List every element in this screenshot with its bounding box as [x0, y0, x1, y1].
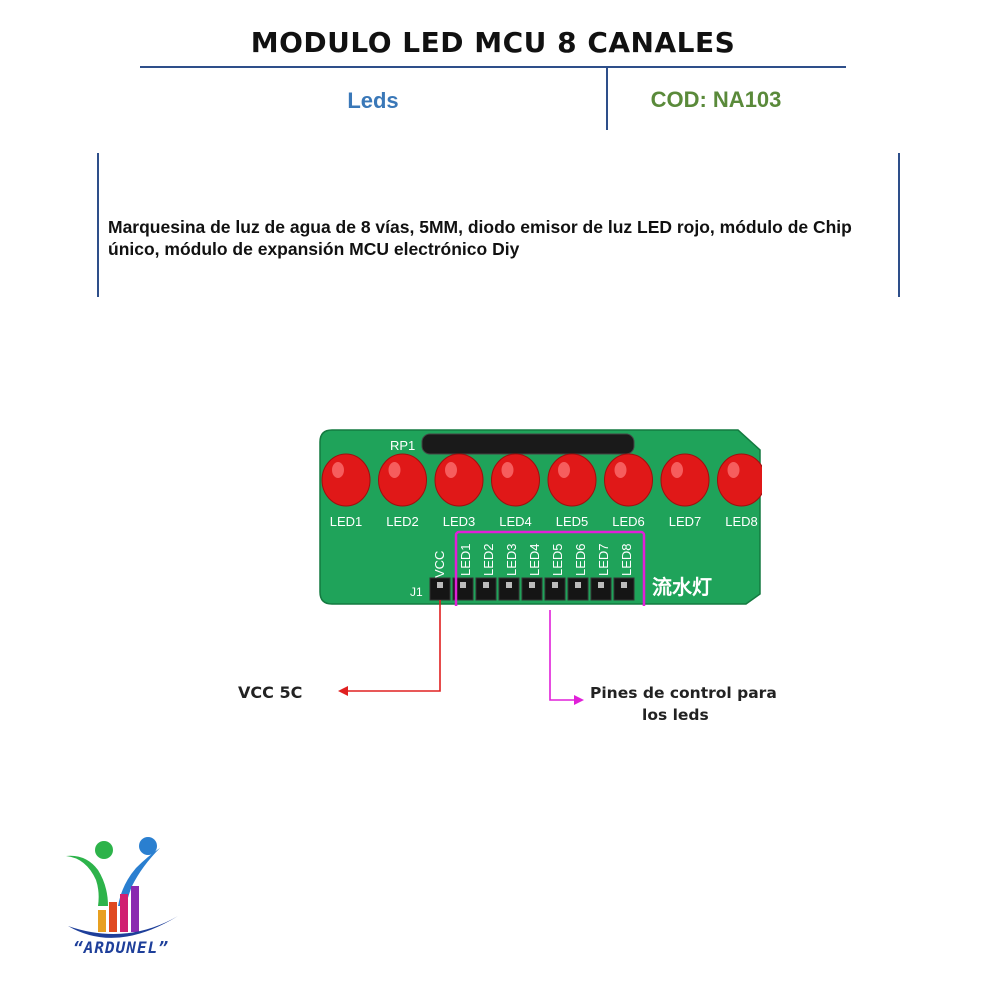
- vcc-pin-label: VCC: [432, 551, 447, 578]
- resistor-network: [421, 433, 635, 455]
- logo-bar-3: [120, 894, 128, 932]
- led-label-6: LED6: [612, 514, 645, 529]
- led-3: [434, 453, 484, 507]
- pin-label-1: LED1: [458, 543, 473, 576]
- led-label-3: LED3: [443, 514, 476, 529]
- logo-bar-1: [98, 910, 106, 932]
- logo-swoosh: [68, 916, 178, 938]
- led-label-4: LED4: [499, 514, 532, 529]
- description-border-left: [97, 153, 99, 297]
- led-6: [604, 453, 653, 507]
- header-pin-7: [567, 577, 589, 601]
- header-pin-5: [521, 577, 543, 601]
- led-label-7: LED7: [669, 514, 702, 529]
- header-pin-6: [544, 577, 566, 601]
- vcc-annotation-label: VCC 5C: [238, 683, 303, 702]
- logo-text: “ARDUNEL”: [73, 938, 169, 957]
- logo-head-blue: [139, 837, 157, 855]
- led-1: [321, 453, 371, 507]
- resistor-label: RP1: [390, 438, 415, 453]
- page-title: MODULO LED MCU 8 CANALES: [250, 26, 736, 59]
- pin-label-7: LED7: [596, 543, 611, 576]
- pin-label-2: LED2: [481, 543, 496, 576]
- pins-arrow-head: [574, 695, 584, 705]
- pin-label-8: LED8: [619, 543, 634, 576]
- title-underline: [140, 66, 846, 68]
- led-label-5: LED5: [556, 514, 589, 529]
- header-pin-9: [613, 577, 635, 601]
- header-pin-8: [590, 577, 612, 601]
- logo-bar-2: [109, 902, 117, 932]
- led-5: [547, 453, 597, 507]
- logo-bar-4: [131, 886, 139, 932]
- led-8: [717, 453, 762, 507]
- product-category: Leds: [347, 88, 399, 113]
- header-label: J1: [410, 585, 423, 599]
- pin-label-5: LED5: [550, 543, 565, 576]
- product-description: Marquesina de luz de agua de 8 vías, 5MM…: [108, 217, 852, 259]
- header-pin-2: [452, 577, 474, 601]
- product-code: COD: NA103: [650, 87, 782, 112]
- pin-highlight-box: [454, 530, 646, 606]
- description-border-right: [898, 153, 900, 297]
- vcc-arrow-line: [345, 600, 441, 692]
- logo-figure-blue: [118, 848, 160, 906]
- header-separator: [606, 68, 608, 130]
- pins-annotation-label: Pines de control para los leds: [590, 682, 780, 726]
- pins-annotation-line2: los leds: [642, 706, 709, 724]
- logo-figure-green: [66, 855, 108, 906]
- chinese-label: 流水灯: [652, 575, 712, 599]
- led-4: [491, 453, 540, 507]
- pin-label-6: LED6: [573, 543, 588, 576]
- led-label-8: LED8: [725, 514, 758, 529]
- led-2: [378, 453, 427, 507]
- logo-head-green: [95, 841, 113, 859]
- led-label-2: LED2: [386, 514, 419, 529]
- pins-annotation-line1: Pines de control para: [590, 684, 777, 702]
- led-7: [660, 453, 710, 507]
- ardunel-logo: [66, 837, 178, 938]
- pin-label-3: LED3: [504, 543, 519, 576]
- header-pin-4: [498, 577, 520, 601]
- pin-label-4: LED4: [527, 543, 542, 576]
- vcc-arrow-head: [338, 686, 348, 696]
- pins-arrow-line: [549, 610, 576, 701]
- led-label-1: LED1: [330, 514, 363, 529]
- header-pin-3: [475, 577, 497, 601]
